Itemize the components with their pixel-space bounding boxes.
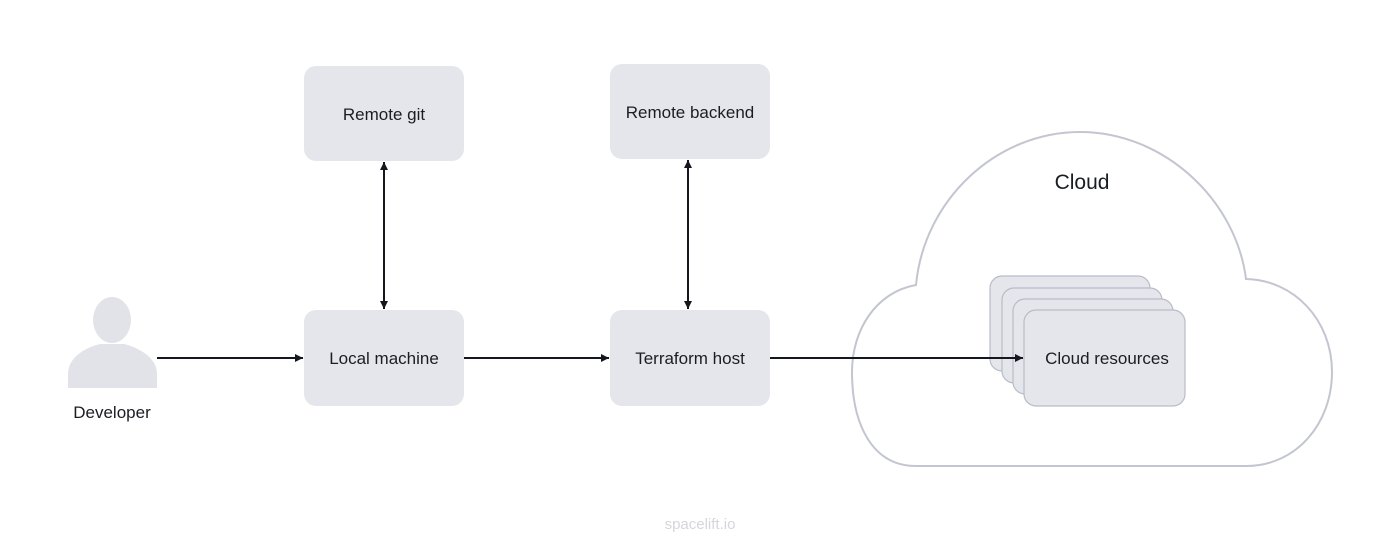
remote-git-label: Remote git [343,105,425,124]
remote-backend-node[interactable] [610,64,770,159]
local-machine-node[interactable] [304,310,464,406]
remote-git-node[interactable] [304,66,464,161]
terraform-host-label: Terraform host [635,349,745,368]
user-icon [68,297,157,388]
cloud-resources-stack: Cloud resources [989,275,1186,407]
cloud-title: Cloud [1055,171,1110,194]
cloud-resources-label: Cloud resources [1045,349,1169,368]
remote-backend-label: Remote backend [626,103,755,122]
developer-label: Developer [73,403,151,422]
watermark: spacelift.io [665,516,736,533]
local-machine-label: Local machine [329,349,439,368]
terraform-host-node[interactable] [610,310,770,406]
cloud-resources-node[interactable] [1023,309,1186,407]
